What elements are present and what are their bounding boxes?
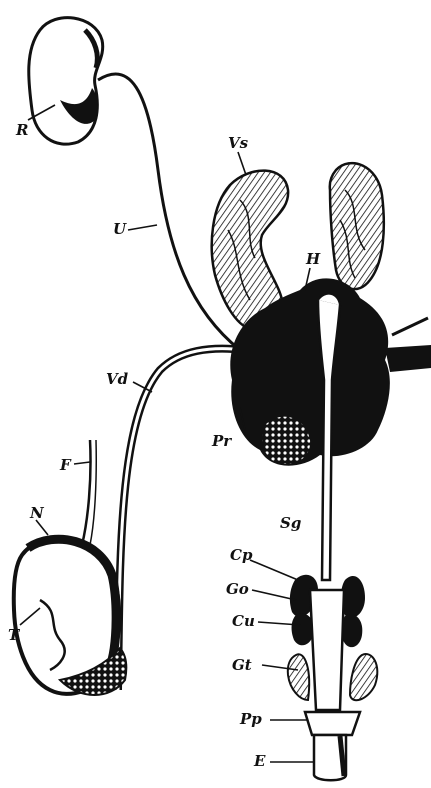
leader-N <box>36 520 48 535</box>
label-R: R <box>15 121 28 139</box>
label-Go: Go <box>226 580 249 598</box>
spermatic-cord <box>82 440 91 545</box>
leader-F <box>74 462 90 464</box>
leader-Go <box>252 590 296 600</box>
label-H: H <box>305 250 321 268</box>
lower-glands <box>288 575 378 710</box>
label-Sg: Sg <box>280 514 301 532</box>
penis-glans <box>305 712 360 780</box>
vas-deferens <box>118 349 245 690</box>
label-Cp: Cp <box>230 546 253 564</box>
label-U: U <box>113 220 127 238</box>
leader-Vs <box>238 152 246 175</box>
label-Pr: Pr <box>211 432 232 450</box>
label-T: T <box>8 626 21 644</box>
label-F: F <box>59 456 72 474</box>
leader-Cp <box>250 560 298 580</box>
label-Vd: Vd <box>106 370 129 388</box>
label-Vs: Vs <box>228 134 249 152</box>
kidney <box>29 18 103 145</box>
label-Cu: Cu <box>232 612 255 630</box>
label-E: E <box>253 752 266 770</box>
label-Gt: Gt <box>232 656 252 674</box>
leader-U <box>128 225 157 230</box>
testis <box>14 539 127 695</box>
label-Pp: Pp <box>239 710 262 728</box>
label-N: N <box>29 504 45 522</box>
seminal-vesicle-right <box>330 163 384 289</box>
